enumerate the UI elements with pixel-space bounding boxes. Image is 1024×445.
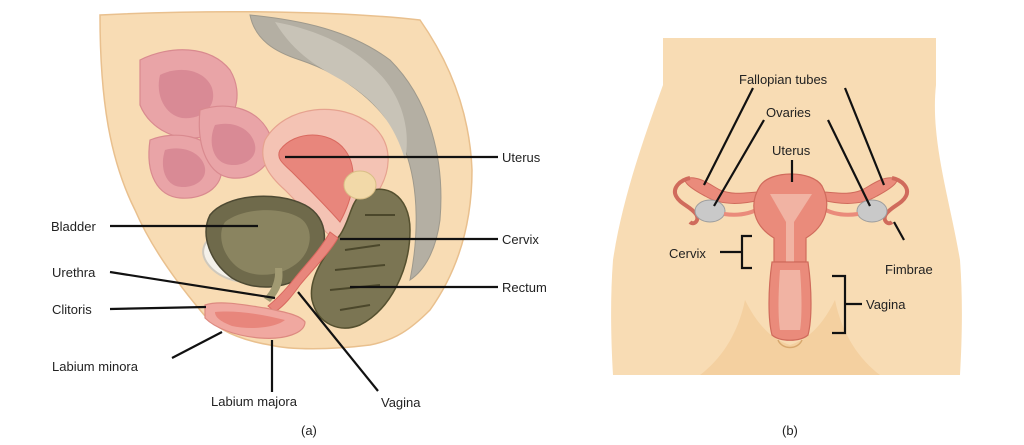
- label-labium-majora-a: Labium majora: [211, 394, 298, 409]
- label-ovaries-b: Ovaries: [766, 105, 811, 120]
- label-bladder-a: Bladder: [51, 219, 96, 234]
- fimbrae-right: [882, 176, 909, 226]
- label-uterus-b: Uterus: [772, 143, 811, 158]
- sacrum: [249, 14, 442, 282]
- rectum-a: [310, 188, 411, 329]
- label-vagina-b: Vagina: [866, 297, 906, 312]
- fimbrae-leader: [893, 221, 905, 241]
- sacrum-inner: [275, 22, 407, 160]
- label-vagina-a: Vagina: [381, 395, 421, 410]
- label-uterus-a: Uterus: [502, 150, 541, 165]
- panel-b-caption: (b): [782, 423, 798, 438]
- vagina-a-leader-line: [297, 291, 379, 392]
- label-clitoris-a: Clitoris: [52, 302, 92, 317]
- panel-a-sagittal-view: Uterus Cervix Rectum Bladder Urethra Cli…: [51, 10, 547, 438]
- cervix-bracket: [720, 234, 752, 270]
- vagina-canal-a: [267, 231, 339, 313]
- ovary-right-leader: [827, 119, 871, 207]
- label-cervix-b: Cervix: [669, 246, 706, 261]
- fallopian-tube-right-leader: [843, 87, 886, 186]
- vagina-bracket: [832, 274, 862, 335]
- ovary-right: [856, 199, 888, 223]
- label-fallopian-tubes-b: Fallopian tubes: [739, 72, 828, 87]
- thigh-left-b: [700, 300, 790, 375]
- label-labium-minora-a: Labium minora: [52, 359, 139, 374]
- thigh-right-b: [790, 300, 880, 375]
- ovary-left-leader: [713, 119, 765, 207]
- panel-b-frontal-view: Fallopian tubes Ovaries Uterus Cervix Fi…: [611, 38, 962, 438]
- fallopian-tube-left-leader: [703, 87, 754, 186]
- ovary-left: [694, 199, 726, 223]
- colon-loop: [343, 170, 377, 200]
- urethra-a-leader-line: [109, 270, 276, 300]
- label-rectum-a: Rectum: [502, 280, 547, 295]
- clitoris-a-leader-line: [109, 305, 207, 311]
- urethra-tube: [264, 268, 283, 302]
- label-urethra-a: Urethra: [52, 265, 96, 280]
- labium-minora-a-leader-line: [171, 331, 223, 359]
- label-fimbrae-b: Fimbrae: [885, 262, 933, 277]
- panel-a-caption: (a): [301, 423, 317, 438]
- uterine-cavity-b: [770, 194, 812, 262]
- fimbrae-left: [673, 176, 700, 226]
- vulva-a-inner: [215, 311, 285, 328]
- perineum-curve: [777, 339, 803, 349]
- label-cervix-a: Cervix: [502, 232, 539, 247]
- intestines: [139, 49, 273, 199]
- vagina-b-inner: [778, 270, 802, 330]
